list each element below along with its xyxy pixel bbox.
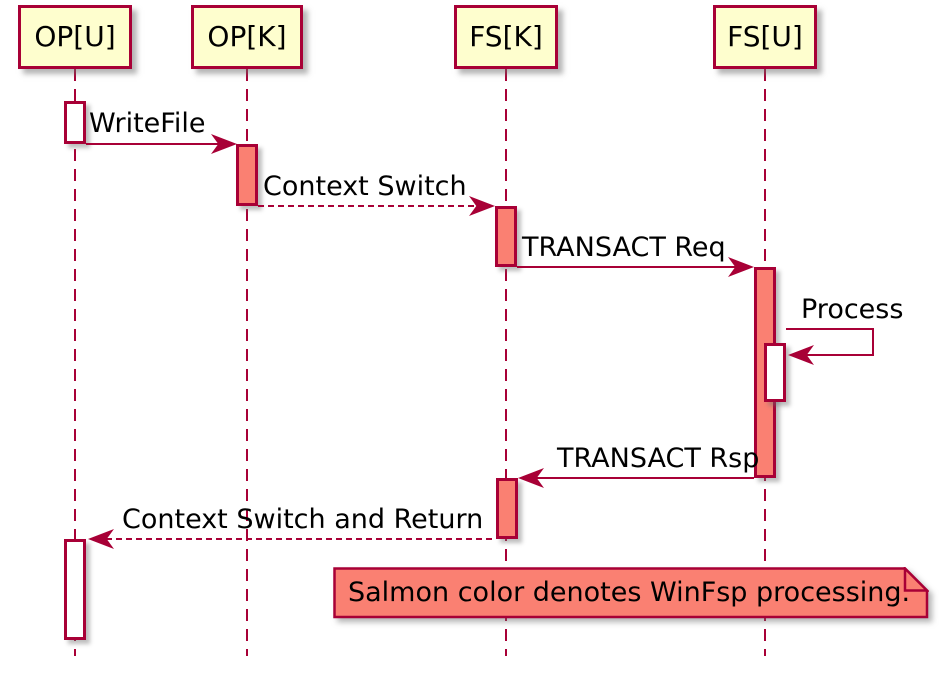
participant-box-opu: OP[U] bbox=[18, 5, 132, 69]
message-writefile-line bbox=[86, 143, 225, 145]
message-process-line-side bbox=[872, 328, 874, 356]
participant-label-opu: OP[U] bbox=[34, 20, 116, 53]
message-transact-rsp-label: TRANSACT Rsp bbox=[557, 443, 760, 474]
message-process-label: Process bbox=[801, 294, 904, 325]
participant-box-fsu: FS[U] bbox=[713, 5, 817, 69]
message-context-switch-line bbox=[258, 205, 480, 207]
note-fold-icon bbox=[903, 567, 929, 592]
activation-opu-first bbox=[64, 101, 86, 144]
activation-fsk-salmon-2 bbox=[496, 478, 518, 539]
activation-opk-salmon bbox=[236, 144, 258, 206]
participant-label-fsk: FS[K] bbox=[469, 20, 543, 53]
note: Salmon color denotes WinFsp processing. bbox=[333, 567, 929, 619]
message-process-line-top bbox=[786, 328, 874, 330]
note-text: Salmon color denotes WinFsp processing. bbox=[348, 577, 911, 608]
note-shape bbox=[333, 567, 929, 619]
participant-box-fsk: FS[K] bbox=[454, 5, 558, 69]
lifeline-opu bbox=[74, 69, 76, 656]
message-context-switch-label: Context Switch bbox=[263, 171, 467, 202]
participant-box-opk: OP[K] bbox=[191, 5, 303, 69]
participant-label-fsu: FS[U] bbox=[727, 20, 803, 53]
lifeline-fsk bbox=[505, 69, 507, 656]
message-writefile-label: WriteFile bbox=[89, 108, 206, 139]
activation-opu-last bbox=[64, 539, 86, 640]
lifeline-opk bbox=[246, 69, 248, 656]
activation-fsk-salmon-1 bbox=[495, 206, 517, 267]
message-transact-rsp-line bbox=[534, 477, 754, 479]
message-process-line-return bbox=[806, 354, 874, 356]
message-return-label: Context Switch and Return bbox=[122, 504, 484, 535]
message-return-line bbox=[106, 538, 496, 540]
message-transact-req-label: TRANSACT Req bbox=[522, 232, 726, 263]
activation-fsu-nested-process bbox=[764, 343, 786, 402]
participant-label-opk: OP[K] bbox=[207, 20, 287, 53]
message-transact-req-line bbox=[517, 266, 740, 268]
